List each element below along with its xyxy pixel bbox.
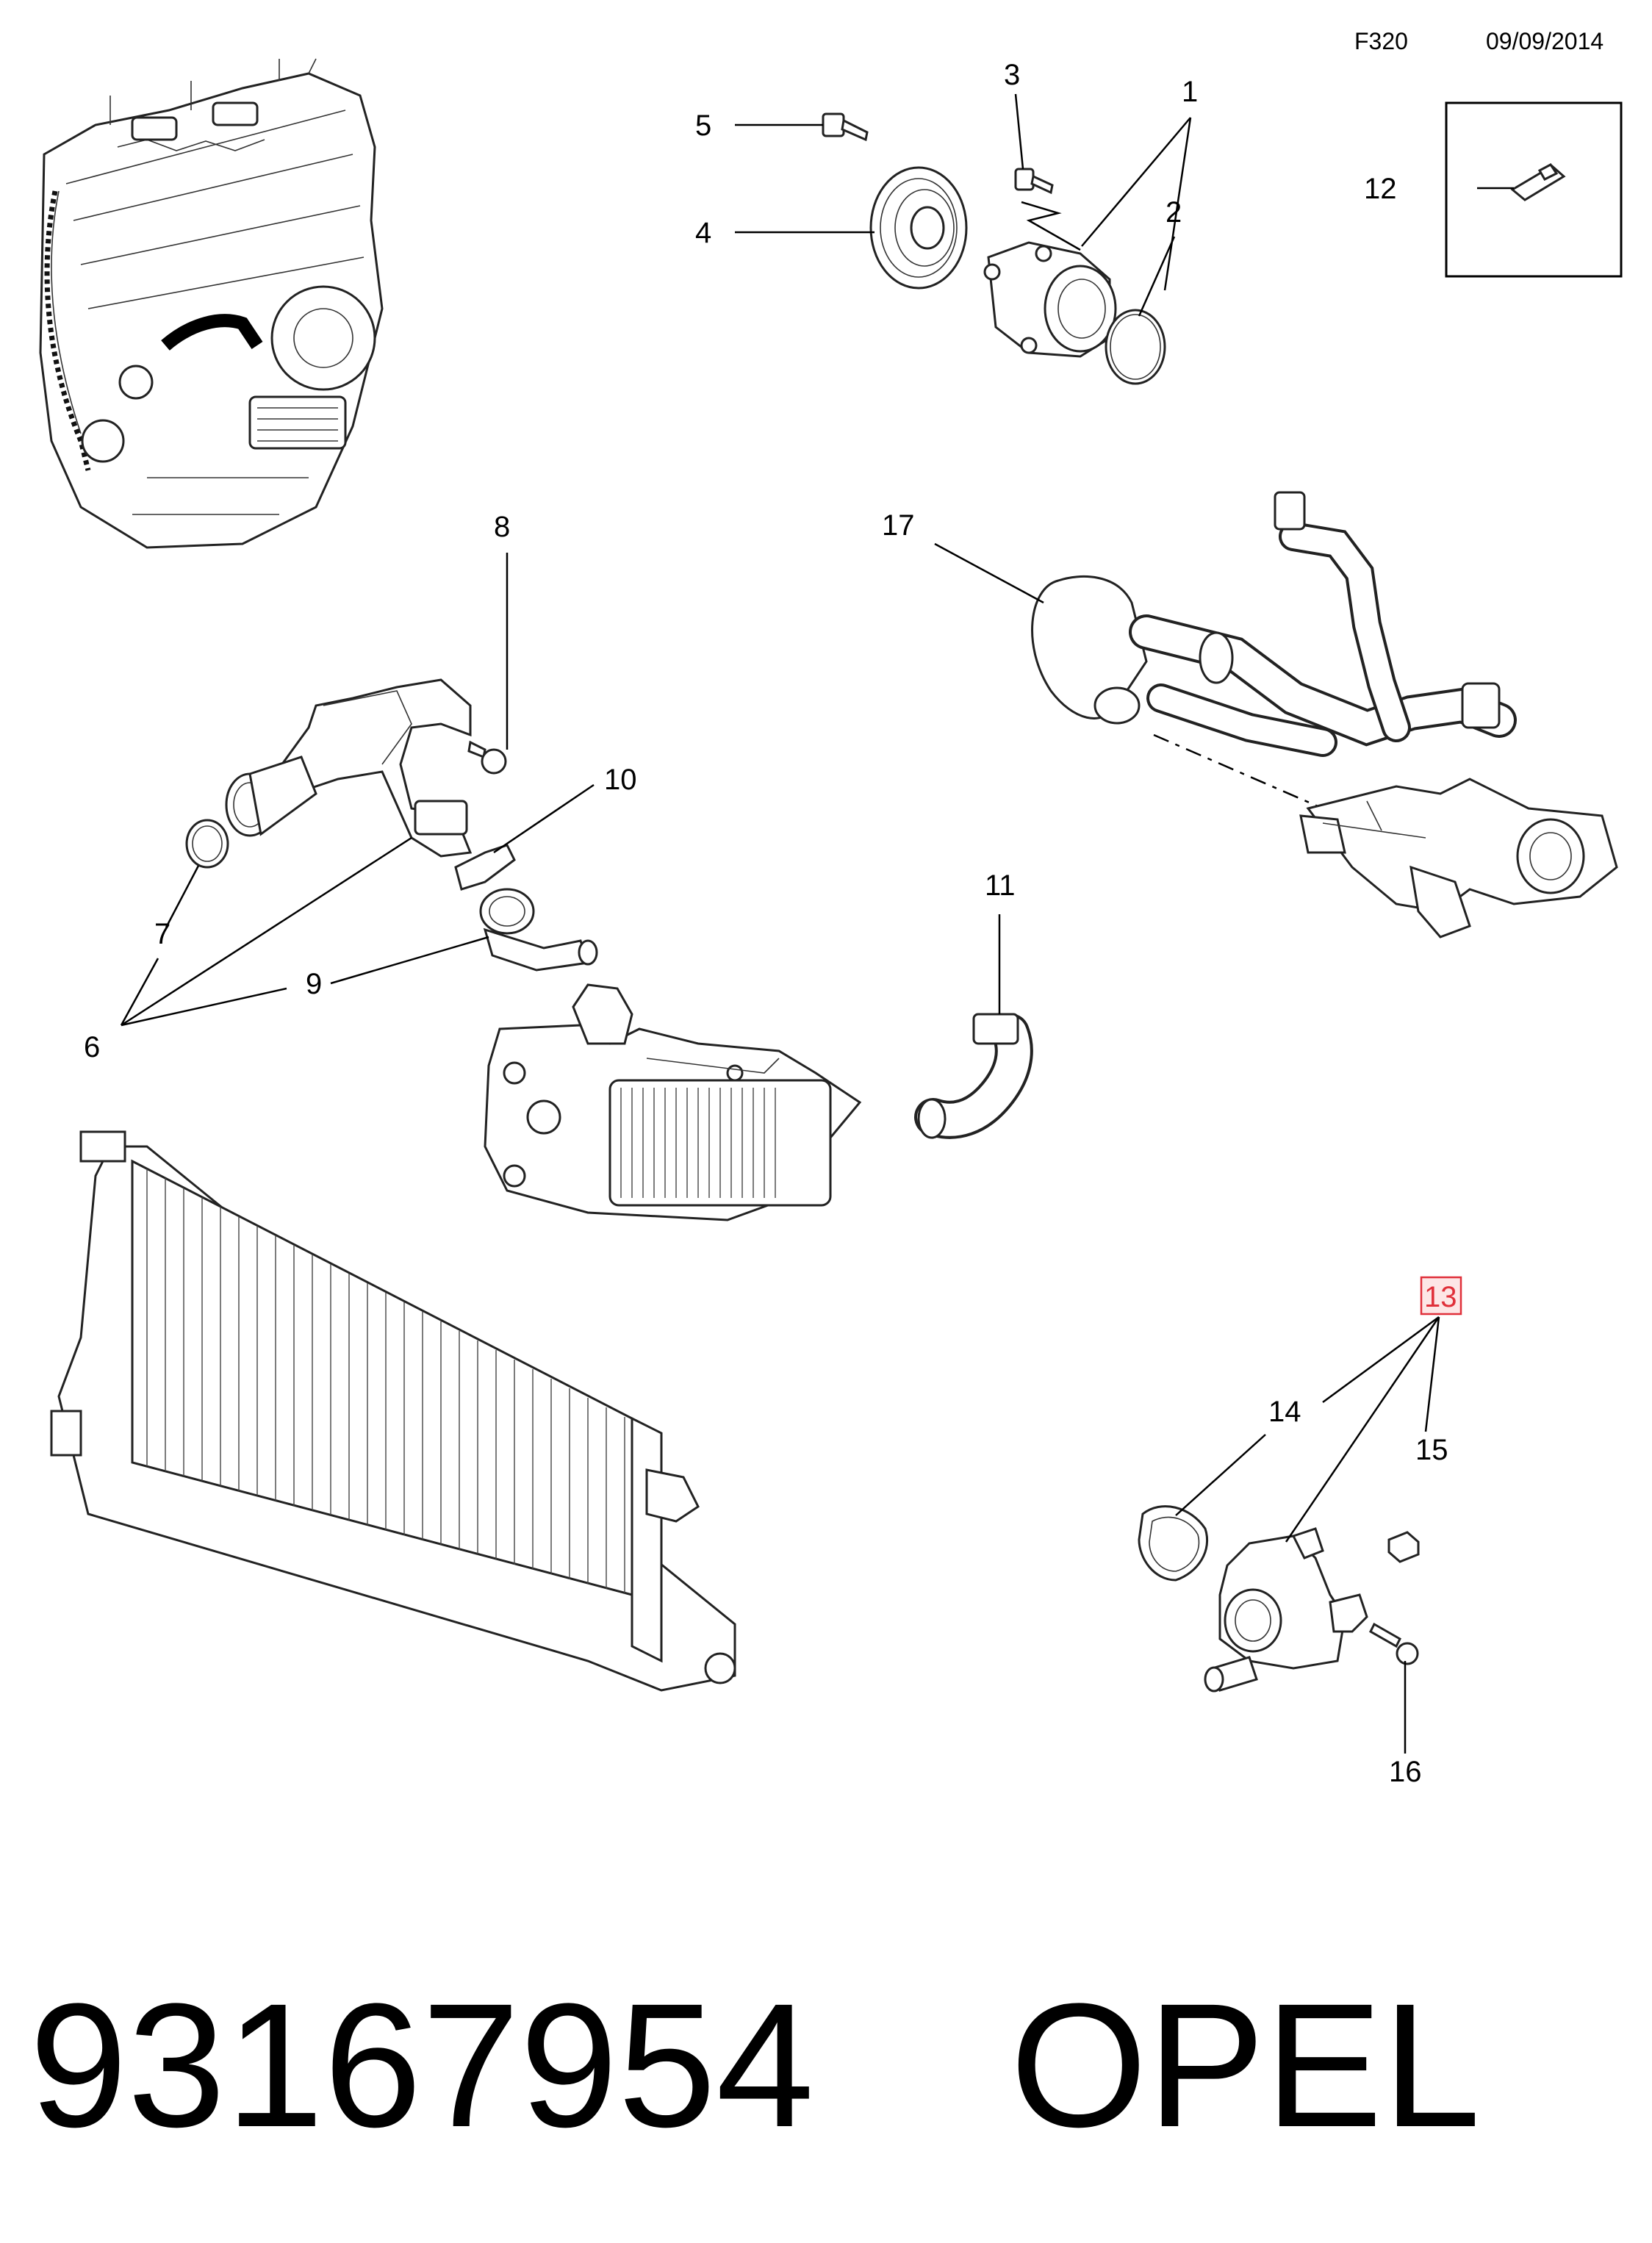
radiator-illustration xyxy=(50,1130,736,1692)
callout-11: 11 xyxy=(985,869,1016,902)
callout-5: 5 xyxy=(695,110,711,142)
sheet-code: F320 xyxy=(1354,28,1408,54)
callout-13: 13 xyxy=(1424,1281,1457,1313)
callout-14: 14 xyxy=(1268,1396,1301,1428)
thermostat-illustration xyxy=(1204,1527,1368,1693)
part-number: 93167954 xyxy=(29,1967,814,2164)
leader-lines xyxy=(120,93,1514,1754)
sensor-clip-illustration xyxy=(1510,163,1566,201)
sheet-date: 09/09/2014 xyxy=(1486,28,1604,54)
coolant-pipe-assembly-illustration xyxy=(1031,491,1517,757)
hose-clamp-illustration xyxy=(454,844,516,891)
short-hose-illustration xyxy=(914,1013,1033,1139)
pulley-illustration xyxy=(869,166,968,290)
callout-17: 17 xyxy=(882,509,915,542)
callout-1: 1 xyxy=(1182,76,1198,108)
callout-4: 4 xyxy=(695,217,711,249)
callout-3: 3 xyxy=(1004,59,1020,91)
callout-12: 12 xyxy=(1364,173,1397,205)
callout-8: 8 xyxy=(494,511,510,543)
callout-6: 6 xyxy=(84,1031,100,1063)
thermostat-nut-illustration xyxy=(1387,1531,1420,1563)
thermostat-bolt-illustration xyxy=(1369,1622,1419,1665)
parts-diagram: 1 2 3 4 5 6 7 8 9 10 11 12 13 14 15 16 1… xyxy=(39,58,1623,1788)
callout-16: 16 xyxy=(1389,1756,1422,1788)
callout-15: 15 xyxy=(1415,1434,1448,1466)
pipe-seal-ring-illustration xyxy=(185,819,229,869)
engine-overview-illustration xyxy=(39,58,384,549)
pipe-connector-illustration xyxy=(479,888,598,972)
coolant-pipe-illustration xyxy=(225,678,473,858)
pipe-bolt-illustration xyxy=(467,740,507,775)
callout-9: 9 xyxy=(306,968,322,1000)
water-pump-illustration xyxy=(983,241,1117,358)
callout-2: 2 xyxy=(1166,196,1182,229)
oil-cooler-housing-illustration xyxy=(484,983,862,1221)
callout-10: 10 xyxy=(604,764,637,796)
radiator-fins xyxy=(146,1169,625,1593)
thermostat-gasket-illustration xyxy=(1138,1505,1209,1582)
pump-bolt-illustration xyxy=(1014,168,1054,195)
brand-name: OPEL xyxy=(1010,1967,1481,2164)
pump-seal-ring-illustration xyxy=(1105,309,1166,385)
thermostat-housing-rear-illustration xyxy=(1299,778,1618,939)
footer: 93167954 OPEL xyxy=(29,1955,1481,2175)
pulley-bolt-illustration xyxy=(822,112,869,142)
callout-13-highlight xyxy=(1420,1276,1462,1316)
